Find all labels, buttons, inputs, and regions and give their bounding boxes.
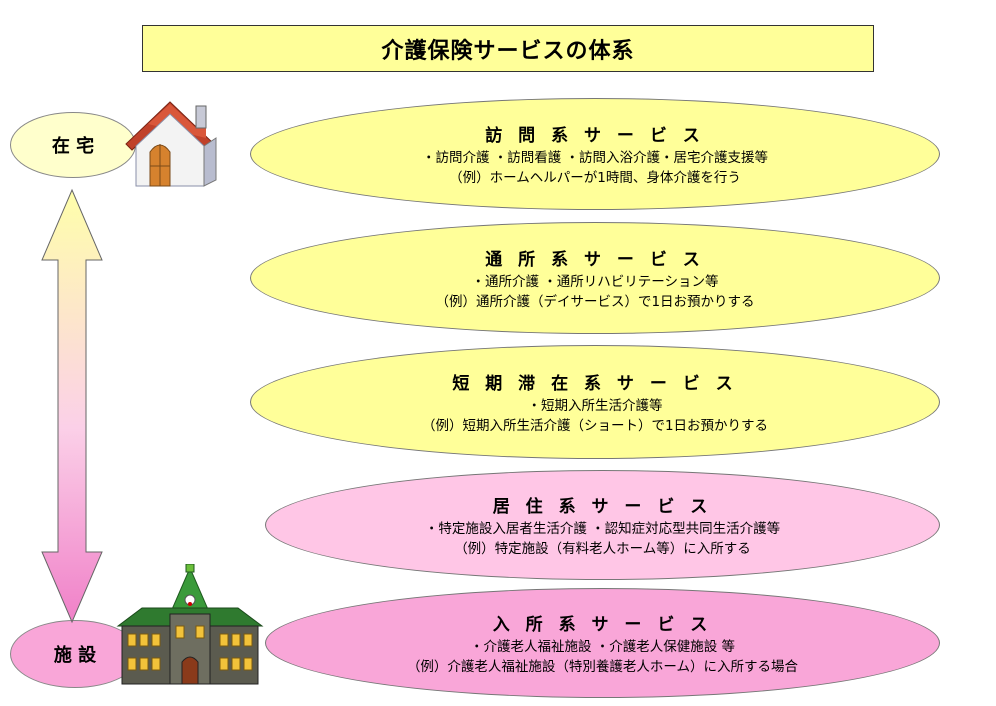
facility-care-label: 施 設 bbox=[10, 620, 140, 688]
page-title: 介護保険サービスの体系 bbox=[142, 25, 874, 72]
home-visit-services: 訪 問 系 サ ー ビ ス ・訪問介護 ・訪問看護 ・訪問入浴介護・居宅介護支援… bbox=[250, 98, 940, 210]
service-heading: 入 所 系 サ ー ビ ス bbox=[492, 614, 713, 635]
home-care-label: 在 宅 bbox=[10, 112, 136, 178]
service-examples: ・訪問介護 ・訪問看護 ・訪問入浴介護・居宅介護支援等 bbox=[421, 149, 769, 166]
service-example-case: （例）介護老人福祉施設（特別養護老人ホーム）に入所する場合 bbox=[406, 658, 799, 675]
service-example-case: （例）特定施設（有料老人ホーム等）に入所する bbox=[454, 540, 751, 557]
service-examples: ・短期入所生活介護等 bbox=[527, 397, 663, 414]
facility-admission-services: 入 所 系 サ ー ビ ス ・介護老人福祉施設 ・介護老人保健施設 等 （例）介… bbox=[265, 588, 940, 698]
service-examples: ・介護老人福祉施設 ・介護老人保健施設 等 bbox=[469, 638, 736, 655]
service-heading: 訪 問 系 サ ー ビ ス bbox=[485, 125, 705, 146]
service-example-case: （例）通所介護（デイサービス）で1日お預かりする bbox=[435, 293, 755, 310]
service-example-case: （例）ホームヘルパーが1時間、身体介護を行う bbox=[449, 169, 741, 186]
double-arrow-icon bbox=[41, 188, 103, 624]
service-heading: 通 所 系 サ ー ビ ス bbox=[485, 249, 705, 270]
service-example-case: （例）短期入所生活介護（ショート）で1日お預かりする bbox=[421, 417, 769, 434]
building-icon bbox=[116, 564, 264, 685]
service-heading: 居 住 系 サ ー ビ ス bbox=[492, 496, 713, 517]
residential-services: 居 住 系 サ ー ビ ス ・特定施設入居者生活介護 ・認知症対応型共同生活介護… bbox=[265, 470, 940, 580]
day-services: 通 所 系 サ ー ビ ス ・通所介護 ・通所リハビリテーション等 （例）通所介… bbox=[250, 222, 940, 334]
service-heading: 短 期 滞 在 系 サ ー ビ ス bbox=[452, 373, 738, 394]
short-stay-services: 短 期 滞 在 系 サ ー ビ ス ・短期入所生活介護等 （例）短期入所生活介護… bbox=[250, 345, 940, 459]
service-examples: ・特定施設入居者生活介護 ・認知症対応型共同生活介護等 bbox=[424, 520, 781, 537]
service-examples: ・通所介護 ・通所リハビリテーション等 bbox=[471, 273, 719, 290]
house-icon bbox=[125, 101, 217, 187]
